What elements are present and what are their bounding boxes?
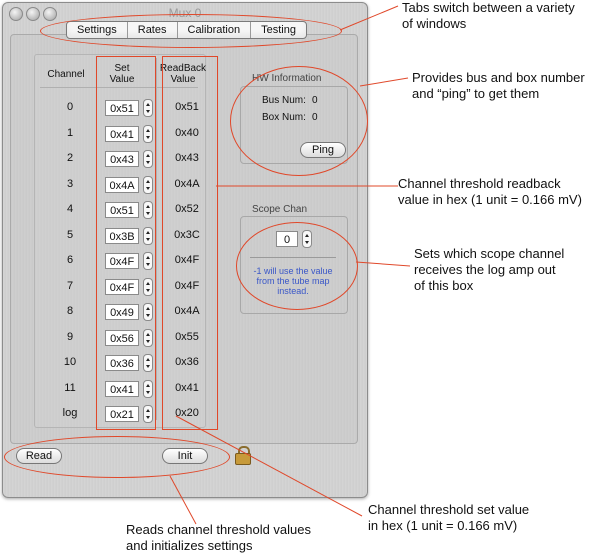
set-value-input[interactable]: 0x49	[105, 304, 139, 320]
stepper-icon[interactable]	[143, 405, 153, 423]
lock-icon[interactable]	[235, 446, 251, 465]
readback-value: 0x43	[175, 152, 199, 164]
readback-value: 0x4F	[174, 254, 200, 266]
stepper-icon[interactable]	[143, 227, 153, 245]
readback-value: 0x20	[175, 407, 199, 419]
stepper-icon[interactable]	[143, 252, 153, 270]
channel-label: 8	[66, 305, 74, 317]
set-header-line2: Value	[109, 74, 135, 85]
set-value-input[interactable]: 0x4F	[105, 279, 139, 295]
stepper-icon[interactable]	[143, 201, 153, 219]
column-divider	[156, 58, 157, 420]
channel-label: 1	[66, 127, 74, 139]
channel-label: 3	[66, 178, 74, 190]
hw-callout-ellipse	[230, 66, 368, 176]
stepper-icon[interactable]	[143, 176, 153, 194]
readback-annotation-line2: value in hex (1 unit = 0.166 mV)	[398, 192, 582, 207]
readback-annotation: Channel threshold readback value in hex …	[398, 176, 582, 208]
channel-label: 2	[66, 152, 74, 164]
readback-value: 0x4A	[174, 305, 200, 317]
readback-value: 0x41	[175, 382, 199, 394]
channel-label: 11	[64, 382, 76, 394]
scope-annotation-line3: of this box	[414, 278, 474, 293]
set-annotation-line1: Channel threshold set value	[368, 502, 530, 517]
channel-header: Channel	[47, 69, 85, 80]
readback-column-highlight	[162, 56, 218, 430]
scope-callout-ellipse	[236, 222, 358, 310]
set-value-input[interactable]: 0x51	[105, 100, 139, 116]
channel-label: 5	[66, 229, 74, 241]
stepper-icon[interactable]	[143, 99, 153, 117]
stepper-icon[interactable]	[143, 125, 153, 143]
scope-annotation-line1: Sets which scope channel	[414, 246, 565, 261]
set-value-input[interactable]: 0x41	[105, 381, 139, 397]
scope-annotation-line2: receives the log amp out	[414, 262, 556, 277]
hw-annotation-line2: and “ping” to get them	[412, 86, 540, 101]
tabs-annotation-line2: of windows	[402, 16, 467, 31]
readback-header: ReadBack Value	[156, 63, 210, 85]
set-value-input[interactable]: 0x51	[105, 202, 139, 218]
channel-label: 4	[66, 203, 74, 215]
readback-value: 0x52	[175, 203, 199, 215]
read-annotation: Reads channel threshold values and initi…	[126, 522, 311, 554]
lock-shackle	[238, 446, 250, 456]
set-value-input[interactable]: 0x21	[105, 406, 139, 422]
set-value-input[interactable]: 0x56	[105, 330, 139, 346]
readback-value: 0x4A	[174, 178, 200, 190]
stepper-icon[interactable]	[143, 303, 153, 321]
stepper-icon[interactable]	[143, 150, 153, 168]
hw-annotation: Provides bus and box number and “ping” t…	[412, 70, 585, 102]
readback-value: 0x3C	[174, 229, 200, 241]
readback-annotation-line1: Channel threshold readback	[398, 176, 561, 191]
channel-label: 0	[66, 101, 74, 113]
readback-value: 0x4F	[174, 280, 200, 292]
zoom-icon[interactable]	[43, 7, 57, 21]
readback-value: 0x36	[175, 356, 199, 368]
set-annotation: Channel threshold set value in hex (1 un…	[368, 502, 529, 534]
read-annotation-line2: and initializes settings	[126, 538, 253, 553]
set-annotation-line2: in hex (1 unit = 0.166 mV)	[368, 518, 518, 533]
readback-header-line2: Value	[170, 74, 196, 85]
set-value-header: Set Value	[100, 63, 144, 85]
set-value-input[interactable]: 0x4A	[105, 177, 139, 193]
hw-annotation-line1: Provides bus and box number	[412, 70, 585, 85]
set-value-input[interactable]: 0x43	[105, 151, 139, 167]
stepper-icon[interactable]	[143, 380, 153, 398]
stepper-icon[interactable]	[143, 278, 153, 296]
set-column-highlight	[96, 56, 156, 430]
stepper-icon[interactable]	[143, 354, 153, 372]
readback-header-line1: ReadBack	[159, 63, 207, 74]
readback-value: 0x40	[175, 127, 199, 139]
set-value-input[interactable]: 0x36	[105, 355, 139, 371]
set-value-input[interactable]: 0x4F	[105, 253, 139, 269]
read-annotation-line1: Reads channel threshold values	[126, 522, 312, 537]
set-header-line1: Set	[114, 63, 130, 74]
minimize-icon[interactable]	[26, 7, 40, 21]
channel-label: log	[62, 407, 78, 419]
tabs-annotation-line1: Tabs switch between a variety	[402, 0, 575, 15]
set-value-input[interactable]: 0x3B	[105, 228, 139, 244]
buttons-callout-ellipse	[4, 436, 230, 478]
tabs-callout-ellipse	[40, 14, 342, 48]
set-value-input[interactable]: 0x41	[105, 126, 139, 142]
readback-value: 0x51	[175, 101, 199, 113]
tabs-annotation: Tabs switch between a variety of windows	[402, 0, 575, 32]
channel-label: 6	[66, 254, 74, 266]
channel-label: 9	[66, 331, 74, 343]
readback-value: 0x55	[175, 331, 199, 343]
close-icon[interactable]	[9, 7, 23, 21]
scope-annotation: Sets which scope channel receives the lo…	[414, 246, 564, 294]
header-divider	[40, 87, 198, 88]
channel-label: 7	[66, 280, 74, 292]
scope-chan-title: Scope Chan	[252, 204, 308, 215]
lock-body	[235, 453, 251, 465]
stepper-icon[interactable]	[143, 329, 153, 347]
channel-label: 10	[63, 356, 77, 368]
